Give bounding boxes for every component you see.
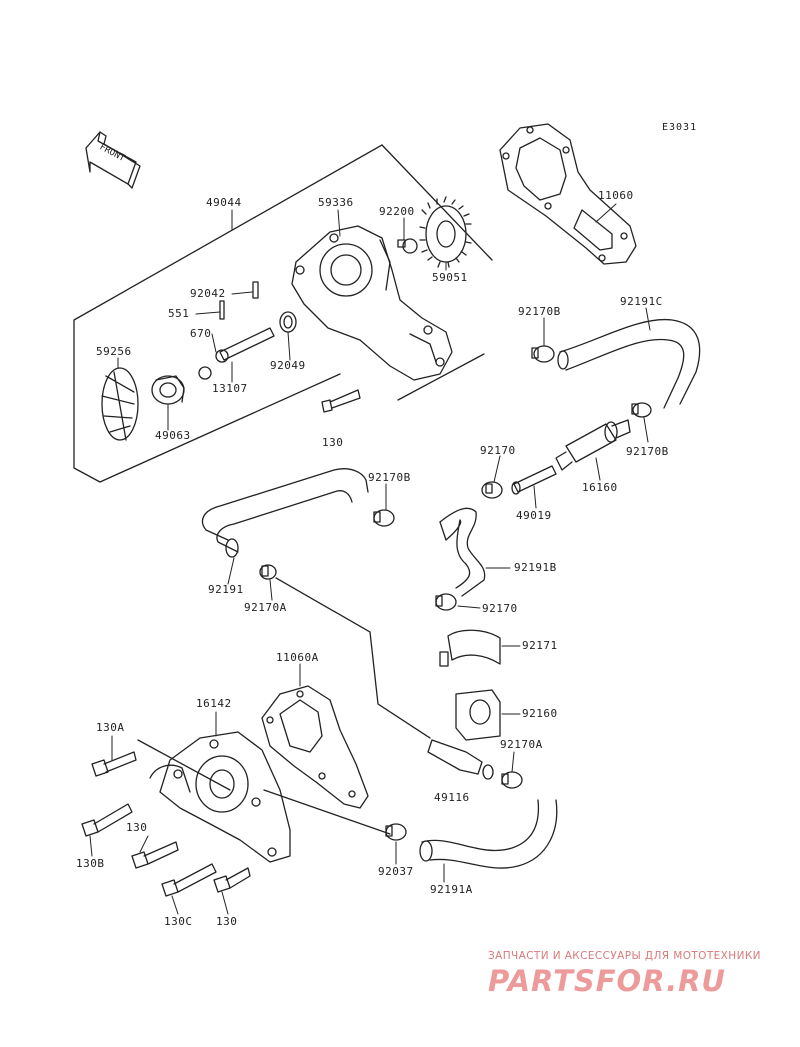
callout-92170B-top[interactable]: 92170B [518,305,561,318]
front-arrow-icon: FRONT [85,131,141,189]
clamp-92037 [385,823,407,841]
callout-92200[interactable]: 92200 [379,205,415,218]
callout-130-mid[interactable]: 130 [126,821,148,834]
bolt-130B [81,803,133,837]
callout-130-bottom[interactable]: 130 [216,915,238,928]
bracket-92171 [439,629,501,667]
clamp-92170B-right [631,402,652,418]
callout-92042[interactable]: 92042 [190,287,226,300]
washer-92200 [397,239,406,248]
gear-59051 [419,196,472,268]
impeller-59256 [101,367,139,441]
pump-body-16142 [149,731,291,863]
callout-92191[interactable]: 92191 [208,583,244,596]
callout-92049[interactable]: 92049 [270,359,306,372]
callout-49019[interactable]: 49019 [516,509,552,522]
bolt-130C [161,863,217,897]
callout-59256[interactable]: 59256 [96,345,132,358]
clamp-92170-lower [435,593,457,611]
bolt-130-mid [131,841,179,869]
pipe-49019 [511,465,557,495]
callout-59336[interactable]: 59336 [318,196,354,209]
callout-92170[interactable]: 92170 [480,444,516,457]
callout-130B[interactable]: 130B [76,857,105,870]
callout-92170B-right[interactable]: 92170B [626,445,669,458]
callout-92170A-right[interactable]: 92170A [500,738,543,751]
leader-130A [137,739,231,791]
callout-13107[interactable]: 13107 [212,382,248,395]
callout-59051[interactable]: 59051 [432,271,468,284]
damper-92160 [455,689,501,741]
callout-49063[interactable]: 49063 [155,429,191,442]
callout-92171[interactable]: 92171 [522,639,558,652]
pin-92042 [252,281,259,299]
callout-130A[interactable]: 130A [96,721,125,734]
callout-16160[interactable]: 16160 [582,481,618,494]
callout-leaders [89,203,651,915]
callout-92191A[interactable]: 92191A [430,883,473,896]
callout-92170B-mid[interactable]: 92170B [368,471,411,484]
bolt-130A [91,751,137,777]
callout-670[interactable]: 670 [190,327,212,340]
watermark-logo: PARTSFOR.RU [488,964,726,998]
clamp-92170B-mid [373,509,395,527]
bolt-130-bottom [213,867,251,893]
gasket-11060A [261,685,369,809]
pump-cover-59336 [291,225,453,381]
callout-11060A[interactable]: 11060A [276,651,319,664]
callout-92191B[interactable]: 92191B [514,561,557,574]
washer-ring-92200 [402,238,418,254]
shaft-13107 [215,327,275,363]
hose-92191A [419,799,558,869]
callout-11060[interactable]: 11060 [598,189,634,202]
clamp-92170A-left [259,564,277,580]
watermark-subtitle: ЗАПЧАСТИ И АКСЕССУАРЫ ДЛЯ МОТОТЕХНИКИ [488,950,761,962]
seal-92049 [279,311,297,333]
diagram-code: E3031 [662,122,698,133]
clamp-92170A-right [501,771,523,789]
callout-92160[interactable]: 92160 [522,707,558,720]
housing-16160 [555,419,631,471]
callout-16142[interactable]: 16142 [196,697,232,710]
clamp-92170-upper [481,481,503,499]
hose-92191C [557,318,701,409]
pipe-49116 [427,739,494,780]
clamp-92170B-top [531,345,555,363]
leader-92170A [275,577,431,739]
seal-49063 [151,375,185,405]
leader-92037 [263,789,391,835]
callout-92037[interactable]: 92037 [378,865,414,878]
callout-130-top[interactable]: 130 [322,436,344,449]
callout-92191C[interactable]: 92191C [620,295,663,308]
hose-92191B [439,507,486,597]
callout-49116[interactable]: 49116 [434,791,470,804]
hose-92191 [201,468,369,558]
bolt-130-top [321,389,361,413]
callout-49044[interactable]: 49044 [206,196,242,209]
callout-92170A-left[interactable]: 92170A [244,601,287,614]
callout-92170-low[interactable]: 92170 [482,602,518,615]
callout-551[interactable]: 551 [168,307,190,320]
pin-551 [219,300,225,320]
gasket-11060 [499,123,637,265]
callout-130C[interactable]: 130C [164,915,193,928]
oring-670 [198,366,212,380]
